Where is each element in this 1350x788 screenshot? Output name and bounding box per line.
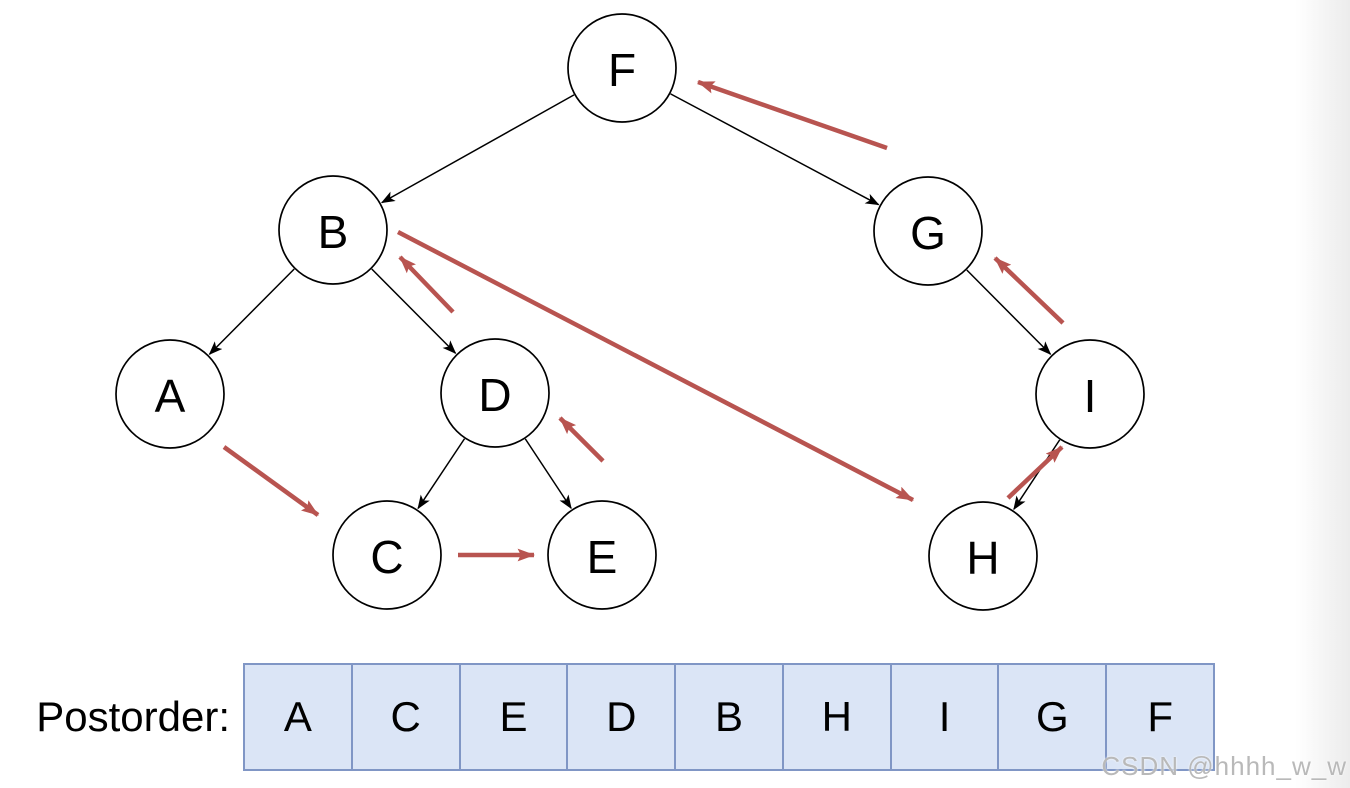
tree-node-circle: [332, 500, 442, 610]
postorder-cell: G: [997, 665, 1105, 769]
tree-node-F: F: [567, 13, 677, 123]
tree-node-I: I: [1035, 339, 1145, 449]
postorder-cell: I: [889, 665, 998, 769]
tree-node-circle: [278, 175, 388, 285]
traversal-arrow-G-F: [697, 79, 888, 151]
traversal-arrow-A-C: [222, 445, 320, 517]
tree-node-label: C: [370, 531, 403, 583]
tree-edge-F-G: [670, 93, 880, 206]
tree-node-label: D: [478, 369, 511, 421]
postorder-cell: H: [781, 665, 890, 769]
tree-node-circle: [873, 176, 983, 286]
tree-edge-G-I: [966, 269, 1052, 356]
tree-node-E: E: [547, 500, 657, 610]
tree-edge-D-E: [524, 438, 572, 510]
tree-node-label: F: [608, 44, 636, 96]
postorder-cell: B: [674, 665, 782, 769]
tree-node-D: D: [440, 338, 550, 448]
postorder-cell: C: [350, 665, 459, 769]
tree-node-label: G: [910, 207, 946, 259]
traversal-arrow-H-I: [1006, 445, 1064, 500]
tree-node-H: H: [928, 501, 1038, 611]
tree-edge-D-C: [417, 438, 466, 510]
tree-edges-layer: [208, 93, 1061, 511]
traversal-arrow-I-G: [993, 256, 1065, 325]
postorder-table: A C E D B H I G F: [243, 663, 1215, 771]
tree-node-circle: [1035, 339, 1145, 449]
watermark: CSDN @hhhh_w_w: [1101, 751, 1347, 781]
tree-edge-B-A: [208, 268, 295, 356]
tree-node-C: C: [332, 500, 442, 610]
tree-node-circle: [440, 338, 550, 448]
tree-node-label: A: [155, 370, 186, 422]
tree-edge-I-H: [1013, 439, 1061, 511]
tree-edge-F-B: [380, 94, 575, 204]
traversal-arrow-E-D: [558, 416, 605, 463]
tree-node-A: A: [115, 339, 225, 449]
tree-edge-B-D: [371, 268, 457, 355]
postorder-cell: A: [283, 693, 312, 740]
postorder-cell: E: [458, 665, 567, 769]
postorder-cell: D: [566, 665, 674, 769]
tree-node-circle: [567, 13, 677, 123]
tree-node-label: I: [1084, 370, 1097, 422]
tree-node-circle: [928, 501, 1038, 611]
postorder-cell: F: [1105, 665, 1213, 769]
tree-node-label: H: [966, 532, 999, 584]
traversal-arrow-D-B: [398, 255, 455, 314]
tree-node-label: B: [318, 206, 349, 258]
tree-node-B: B: [278, 175, 388, 285]
traversal-arrow-B-H: [396, 230, 915, 502]
tree-node-circle: [115, 339, 225, 449]
tree-node-circle: [547, 500, 657, 610]
postorder-label: Postorder:: [36, 693, 230, 740]
tree-node-label: E: [587, 531, 618, 583]
traversal-arrows-layer: [222, 79, 1065, 562]
tree-nodes-layer: F B G A D I C E H: [115, 13, 1145, 611]
tree-node-G: G: [873, 176, 983, 286]
